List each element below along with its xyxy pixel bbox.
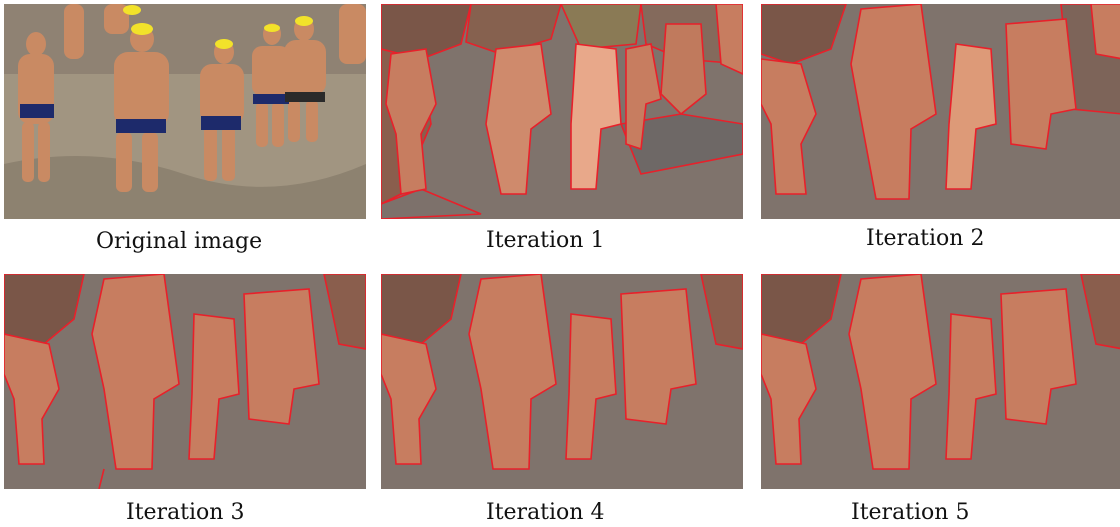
segmentation-iteration-1 <box>381 4 743 219</box>
iteration-3-panel <box>4 274 366 489</box>
segmentation-iteration-3 <box>4 274 366 489</box>
caption-iteration-5: Iteration 5 <box>851 500 969 525</box>
caption-iteration-1: Iteration 1 <box>486 228 604 253</box>
iteration-5-panel <box>761 274 1120 489</box>
caption-iteration-3: Iteration 3 <box>126 500 244 525</box>
segmentation-iteration-4 <box>381 274 743 489</box>
caption-iteration-4: Iteration 4 <box>486 500 604 525</box>
original-photo <box>4 4 366 219</box>
caption-iteration-2: Iteration 2 <box>866 226 984 251</box>
iteration-2-panel <box>761 4 1120 219</box>
segmentation-iteration-2 <box>761 4 1120 219</box>
segmentation-iteration-5 <box>761 274 1120 489</box>
caption-original: Original image <box>96 229 262 254</box>
iteration-1-panel <box>381 4 743 219</box>
original-image-panel <box>4 4 366 219</box>
iteration-4-panel <box>381 274 743 489</box>
